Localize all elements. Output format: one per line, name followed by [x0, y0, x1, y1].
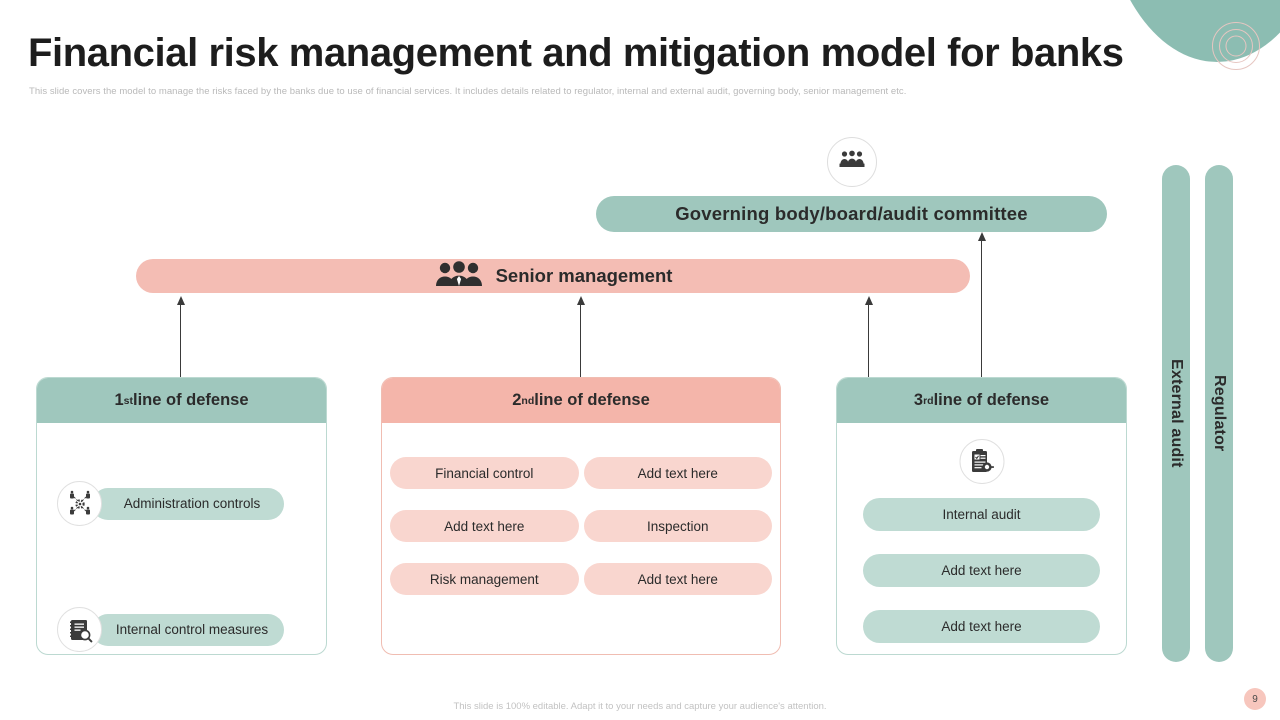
list-item-label: Financial control	[435, 465, 534, 481]
people-group-icon	[839, 150, 865, 175]
arrow-shaft	[868, 303, 870, 377]
list-item[interactable]: Internal audit	[863, 498, 1100, 531]
governing-body-label: Governing body/board/audit committee	[675, 203, 1028, 224]
card3-item-list: Internal audit Add text here Add text he…	[863, 498, 1100, 643]
governing-body-bar[interactable]: Governing body/board/audit committee	[596, 196, 1107, 232]
side-bar-external-audit-label: External audit	[1168, 359, 1185, 468]
list-item[interactable]: Risk management	[390, 563, 579, 595]
decorative-rings	[1212, 22, 1260, 70]
arrow-head-icon	[176, 296, 185, 305]
list-item[interactable]: Add text here	[583, 563, 772, 595]
card2-item-grid: Financial control Add text here Add text…	[390, 457, 772, 595]
arrow-head-icon	[977, 232, 986, 241]
footer-note: This slide is 100% editable. Adapt it to…	[453, 701, 827, 712]
list-item-label: Administration controls	[92, 487, 284, 520]
page-subtitle: This slide covers the model to manage th…	[29, 86, 907, 97]
side-bar-external-audit[interactable]: External audit	[1162, 165, 1190, 662]
senior-management-label: Senior management	[495, 265, 673, 286]
card2-ordinal-suffix: nd	[521, 394, 535, 407]
list-item-label: Internal control measures	[92, 613, 284, 646]
side-bar-regulator-label: Regulator	[1211, 375, 1228, 452]
senior-management-bar[interactable]: Senior management	[136, 259, 970, 293]
list-item-label: Add text here	[444, 518, 525, 534]
card1-ordinal-suffix: st	[123, 394, 133, 407]
side-bar-regulator[interactable]: Regulator	[1205, 165, 1233, 662]
card3-body: Internal audit Add text here Add text he…	[837, 423, 1126, 654]
arrow-shaft	[180, 303, 182, 377]
card1-title-rest: line of defense	[133, 391, 249, 409]
list-item-label: Risk management	[429, 571, 539, 587]
list-item[interactable]: Add text here	[863, 554, 1100, 587]
arrow-shaft	[580, 303, 582, 377]
list-item[interactable]: Financial control	[390, 457, 579, 489]
card3-ordinal: 3	[913, 391, 924, 409]
governing-body-icon-circle	[827, 137, 877, 187]
list-item[interactable]: Add text here	[863, 610, 1100, 643]
document-search-icon	[57, 607, 102, 652]
arrow-head-icon	[576, 296, 585, 305]
people-group-icon	[434, 260, 484, 292]
list-item-label: Add text here	[941, 619, 1022, 634]
list-item[interactable]: Add text here	[390, 510, 579, 542]
list-item[interactable]: Administration controls	[57, 481, 284, 526]
card1-body: Administration controls	[37, 423, 326, 654]
arrow-card2-to-senior-management	[574, 296, 588, 377]
arrow-card3-to-senior-management	[862, 296, 876, 377]
list-item[interactable]: Internal control measures	[57, 607, 284, 652]
decorative-ring-middle	[1219, 29, 1253, 63]
list-item-label: Inspection	[646, 518, 709, 534]
card2-body: Financial control Add text here Add text…	[382, 423, 780, 654]
arrow-head-icon	[864, 296, 873, 305]
arrow-shaft	[981, 239, 983, 377]
list-item-label: Add text here	[637, 571, 718, 587]
card1-ordinal: 1	[114, 391, 124, 409]
arrow-card3-to-governing-body	[975, 232, 989, 377]
network-settings-icon	[57, 481, 102, 526]
page-title: Financial risk management and mitigation…	[28, 31, 1124, 75]
decorative-ring-outer	[1212, 22, 1260, 70]
list-item-label: Add text here	[941, 563, 1022, 578]
decorative-ring-inner	[1225, 35, 1247, 57]
list-item-label: Add text here	[637, 465, 718, 481]
list-item[interactable]: Add text here	[583, 457, 772, 489]
page-number-badge: 9	[1244, 688, 1266, 710]
card3-title-rest: line of defense	[933, 391, 1050, 409]
arrow-card1-to-senior-management	[174, 296, 188, 377]
list-item[interactable]: Inspection	[583, 510, 772, 542]
clipboard-audit-icon	[959, 439, 1004, 484]
card2-ordinal: 2	[512, 391, 522, 409]
card3-ordinal-suffix: rd	[923, 394, 934, 407]
card2-title-rest: line of defense	[534, 391, 650, 409]
list-item-label: Internal audit	[942, 507, 1021, 522]
